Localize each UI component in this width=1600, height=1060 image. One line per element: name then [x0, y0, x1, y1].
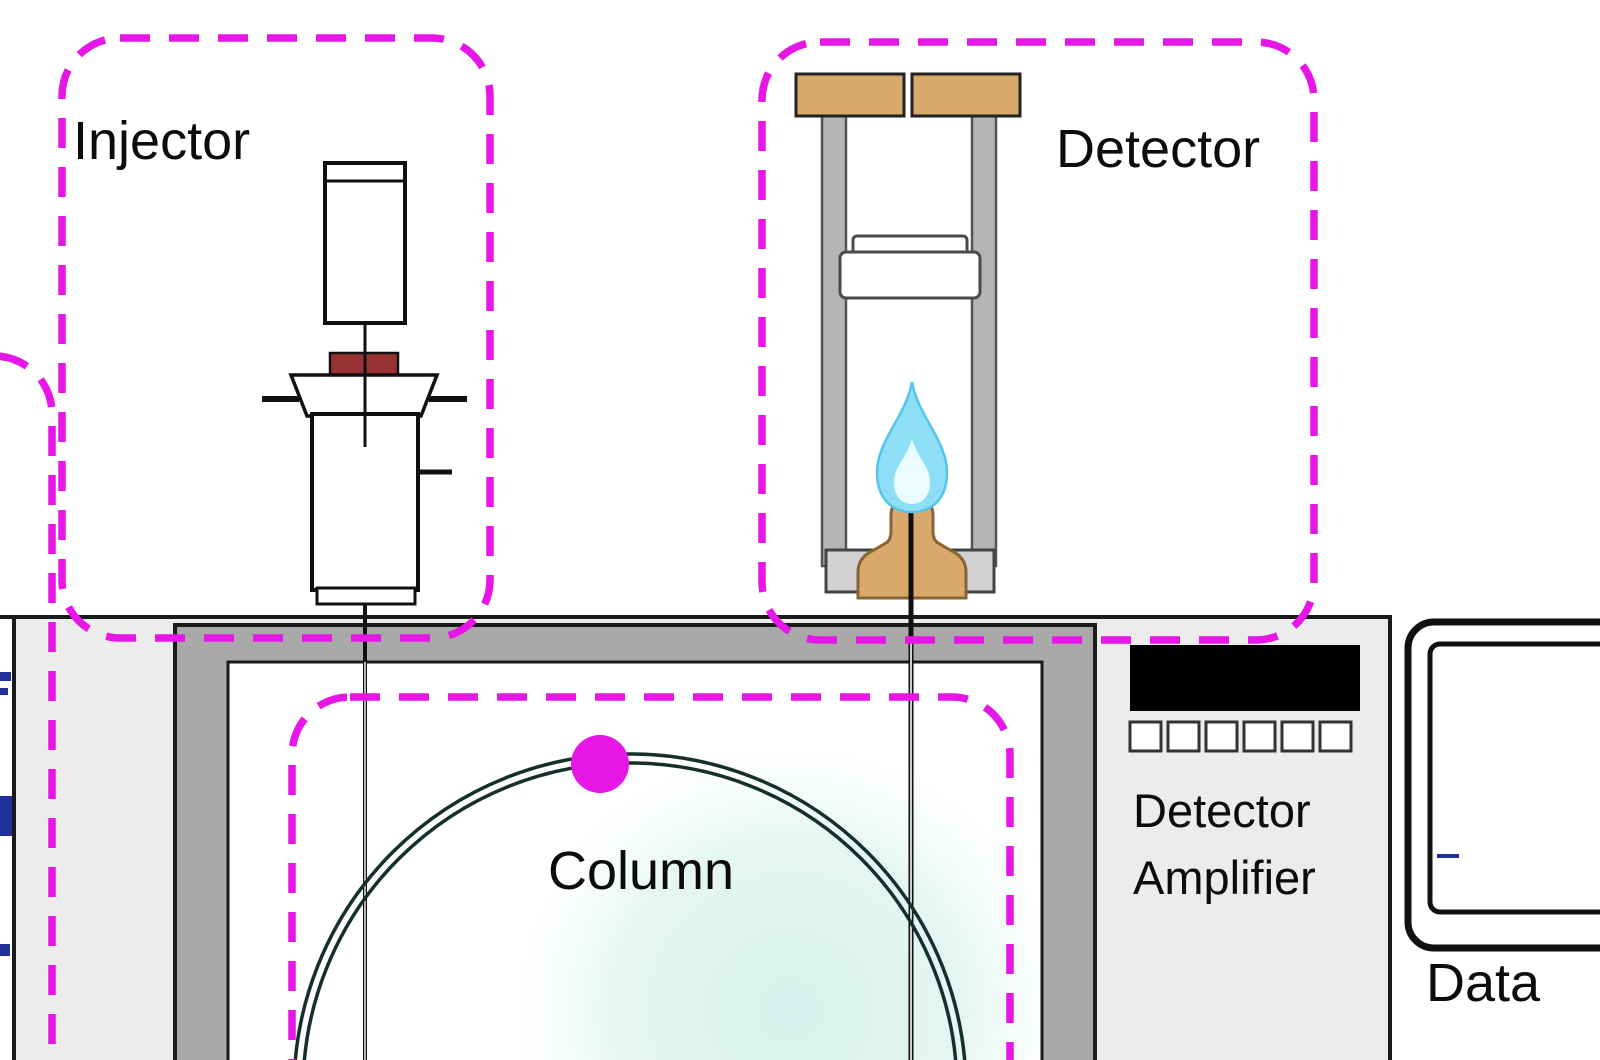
detector-post-left	[820, 94, 848, 568]
left-panel-mark-4	[0, 944, 10, 956]
amplifier-button-3	[1204, 720, 1239, 753]
monitor-screen	[1427, 641, 1600, 915]
data-system-monitor	[1404, 618, 1600, 952]
detector-assembly	[794, 72, 1022, 600]
detector-cap-right	[910, 72, 1022, 118]
column-region-outline	[288, 693, 1014, 1060]
transfer-lines	[363, 598, 914, 1060]
data-system-label: Data	[1426, 953, 1541, 1013]
detector-post-right	[970, 94, 998, 568]
left-panel-mark-2	[0, 688, 8, 695]
column-coil	[293, 735, 967, 1060]
column-tube-outer	[293, 752, 967, 1060]
amplifier-button-4	[1242, 720, 1277, 753]
column-node-dot	[571, 735, 629, 793]
detector-amplifier-label-line1: Detector	[1133, 784, 1311, 837]
left-panel-mark-3	[0, 796, 12, 836]
detector-amplifier-label-line2: Amplifier	[1133, 850, 1316, 904]
detector-amplifier-label: Detector Amplifier	[1133, 778, 1316, 911]
column-tube-inner	[302, 761, 958, 1060]
injector-assembly	[262, 161, 467, 606]
oven-heat-glow	[490, 720, 1039, 1060]
collector-electrode	[838, 250, 982, 300]
carrier-region-outline-partial	[0, 352, 56, 1060]
left-panel-mark-1	[0, 672, 11, 681]
flame-core	[894, 438, 930, 504]
detector-region-outline	[758, 38, 1318, 644]
amplifier-button-5	[1280, 720, 1315, 753]
amplifier-display	[1130, 645, 1360, 711]
injector-label: Injector	[73, 111, 251, 171]
amplifier-button-1	[1128, 720, 1163, 753]
detector-amplifier	[1128, 645, 1360, 753]
injector-base-flange	[315, 586, 417, 606]
amplifier-button-2	[1166, 720, 1201, 753]
highlight-regions	[0, 34, 1318, 1060]
column-label: Column	[548, 841, 735, 901]
injector-region-outline	[58, 34, 494, 642]
amplifier-button-6	[1318, 720, 1353, 753]
detector-cap-left	[794, 72, 906, 118]
syringe-barrel	[323, 161, 407, 325]
detector-label: Detector	[1056, 119, 1261, 179]
